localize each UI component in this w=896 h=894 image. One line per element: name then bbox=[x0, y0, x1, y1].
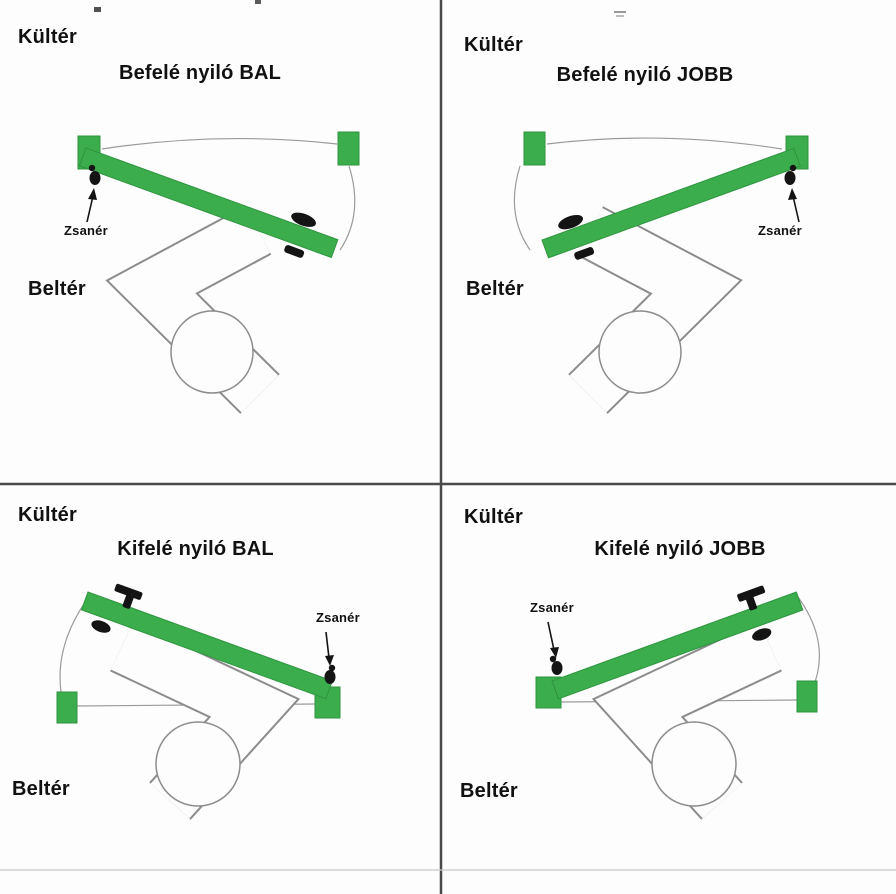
door-panel bbox=[541, 147, 801, 259]
door-panel bbox=[78, 147, 339, 259]
quadrant-bottom-left-graphics bbox=[56, 583, 341, 820]
hinge-pin bbox=[88, 164, 96, 172]
swing-arc bbox=[59, 600, 87, 693]
outdoor-label-bottom-right: Kültér bbox=[464, 506, 523, 528]
door-handle-icon bbox=[558, 214, 595, 260]
scan-artifact bbox=[614, 11, 626, 13]
handle-knob bbox=[291, 212, 316, 227]
person-figure bbox=[110, 620, 301, 820]
hinge-arrow bbox=[325, 631, 334, 666]
door-handle-icon bbox=[284, 212, 316, 258]
handle-knob bbox=[558, 214, 584, 230]
hinge-arrow-line bbox=[547, 621, 555, 651]
indoor-label-bottom-left: Beltér bbox=[12, 778, 70, 800]
indoor-label-top-right: Beltér bbox=[466, 278, 524, 300]
indoor-label-bottom-right: Beltér bbox=[460, 780, 518, 802]
frame-post-right bbox=[337, 131, 360, 166]
frame-post-left bbox=[56, 691, 78, 724]
indoor-label-top-left: Beltér bbox=[28, 278, 86, 300]
handle-knob bbox=[752, 628, 772, 641]
door-assembly bbox=[80, 583, 333, 700]
door-panel bbox=[551, 591, 804, 700]
door-handle-icon bbox=[737, 585, 772, 641]
outdoor-label-bottom-left: Kültér bbox=[18, 504, 77, 526]
person-head bbox=[651, 721, 737, 807]
scan-artifacts bbox=[94, 0, 626, 17]
handle-cap bbox=[737, 585, 766, 602]
hinge-icon bbox=[549, 655, 563, 675]
person-head bbox=[598, 310, 682, 394]
hinge-knob bbox=[89, 171, 101, 185]
hinge-label-top-right: Zsanér bbox=[758, 223, 802, 238]
door-panel bbox=[80, 591, 333, 700]
frame-post-left bbox=[523, 131, 546, 166]
hinge-arrow-line bbox=[86, 195, 94, 223]
door-closed-line bbox=[546, 137, 783, 150]
person-head bbox=[155, 721, 241, 807]
hinge-label-bottom-right: Zsanér bbox=[530, 600, 574, 615]
handle-lever bbox=[284, 245, 305, 258]
hinge-icon bbox=[784, 164, 797, 185]
handle-lever bbox=[574, 247, 595, 260]
hinge-icon bbox=[88, 164, 101, 185]
frame-post-right bbox=[796, 680, 818, 713]
handle-knob bbox=[91, 620, 111, 633]
hinge-pin bbox=[789, 164, 797, 172]
person-figure bbox=[568, 206, 743, 414]
hinge-arrow-head bbox=[550, 647, 559, 658]
outdoor-label-top-right: Kültér bbox=[464, 34, 523, 56]
person-figure bbox=[105, 205, 280, 414]
hinge-arrow-line bbox=[325, 631, 330, 659]
diagram-title-bottom-right: Kifelé nyiló JOBB bbox=[594, 538, 766, 560]
hinge-arrow-head bbox=[325, 655, 334, 666]
door-assembly bbox=[78, 147, 339, 259]
hinge-arrow bbox=[86, 188, 97, 223]
hinge-knob bbox=[324, 670, 336, 684]
swing-arc bbox=[797, 596, 821, 691]
quadrant-top-right-graphics bbox=[513, 131, 809, 414]
hinge-pin bbox=[328, 664, 336, 672]
scan-artifact bbox=[616, 15, 624, 17]
diagram-title-top-right: Befelé nyiló JOBB bbox=[556, 64, 734, 86]
hinge-pin bbox=[549, 655, 557, 663]
hinge-label-top-left: Zsanér bbox=[64, 223, 108, 238]
swing-arc bbox=[513, 165, 531, 251]
hinge-knob bbox=[551, 661, 563, 675]
scan-artifact bbox=[255, 0, 261, 4]
handle-stem bbox=[122, 592, 135, 609]
hinge-label-bottom-left: Zsanér bbox=[316, 610, 360, 625]
handle-cap bbox=[114, 583, 143, 600]
outdoor-label-top-left: Kültér bbox=[18, 26, 77, 48]
quadrant-top-left-graphics bbox=[77, 131, 360, 414]
handle-stem bbox=[745, 593, 757, 611]
hinge-arrow bbox=[788, 188, 800, 223]
hinge-arrow-line bbox=[792, 195, 800, 223]
swing-arc bbox=[339, 165, 356, 251]
person-figure bbox=[591, 620, 782, 820]
hinge-knob bbox=[784, 171, 796, 185]
diagram-title-bottom-left: Kifelé nyiló BAL bbox=[117, 538, 274, 560]
scan-artifact bbox=[94, 7, 101, 12]
hinge-icon bbox=[324, 664, 336, 684]
hinge-arrow-head bbox=[88, 188, 97, 200]
person-head bbox=[170, 310, 254, 394]
hinge-arrow bbox=[547, 621, 559, 658]
door-assembly bbox=[541, 147, 801, 260]
quadrant-bottom-right-graphics bbox=[535, 585, 821, 820]
diagram-title-top-left: Befelé nyiló BAL bbox=[118, 62, 282, 84]
hinge-arrow-head bbox=[788, 188, 797, 200]
door-handle-icon bbox=[91, 583, 143, 633]
door-assembly bbox=[551, 585, 804, 700]
door-closed-line bbox=[101, 137, 338, 150]
